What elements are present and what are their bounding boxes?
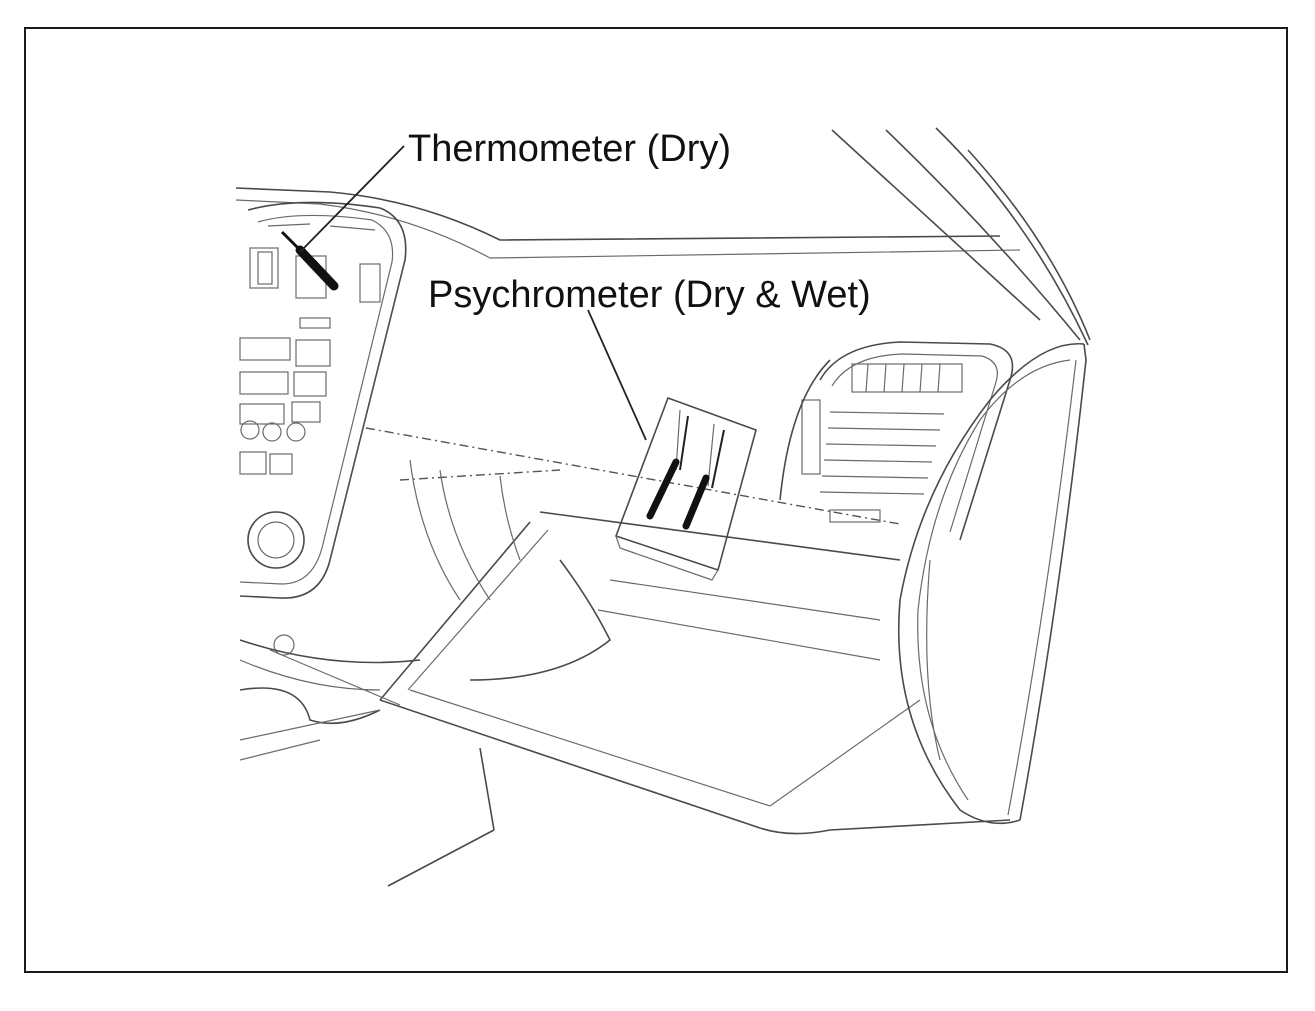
side-vent bbox=[779, 341, 1014, 541]
dashboard-midline bbox=[365, 427, 901, 525]
leader-lines bbox=[299, 145, 647, 441]
glove-box bbox=[239, 459, 1011, 887]
thermometer-leader bbox=[299, 145, 405, 253]
psychrometer-device bbox=[614, 396, 757, 581]
thermometer-dry bbox=[280, 230, 339, 291]
console-buttons bbox=[239, 337, 331, 656]
psychrometer-label: Psychrometer (Dry & Wet) bbox=[428, 274, 871, 316]
dashboard-top bbox=[235, 127, 1091, 346]
psychrometer-leader bbox=[587, 309, 647, 441]
thermometer-label: Thermometer (Dry) bbox=[408, 128, 732, 170]
center-vent bbox=[249, 223, 381, 329]
diagram-frame bbox=[24, 27, 1288, 973]
door-opening bbox=[897, 343, 1087, 825]
